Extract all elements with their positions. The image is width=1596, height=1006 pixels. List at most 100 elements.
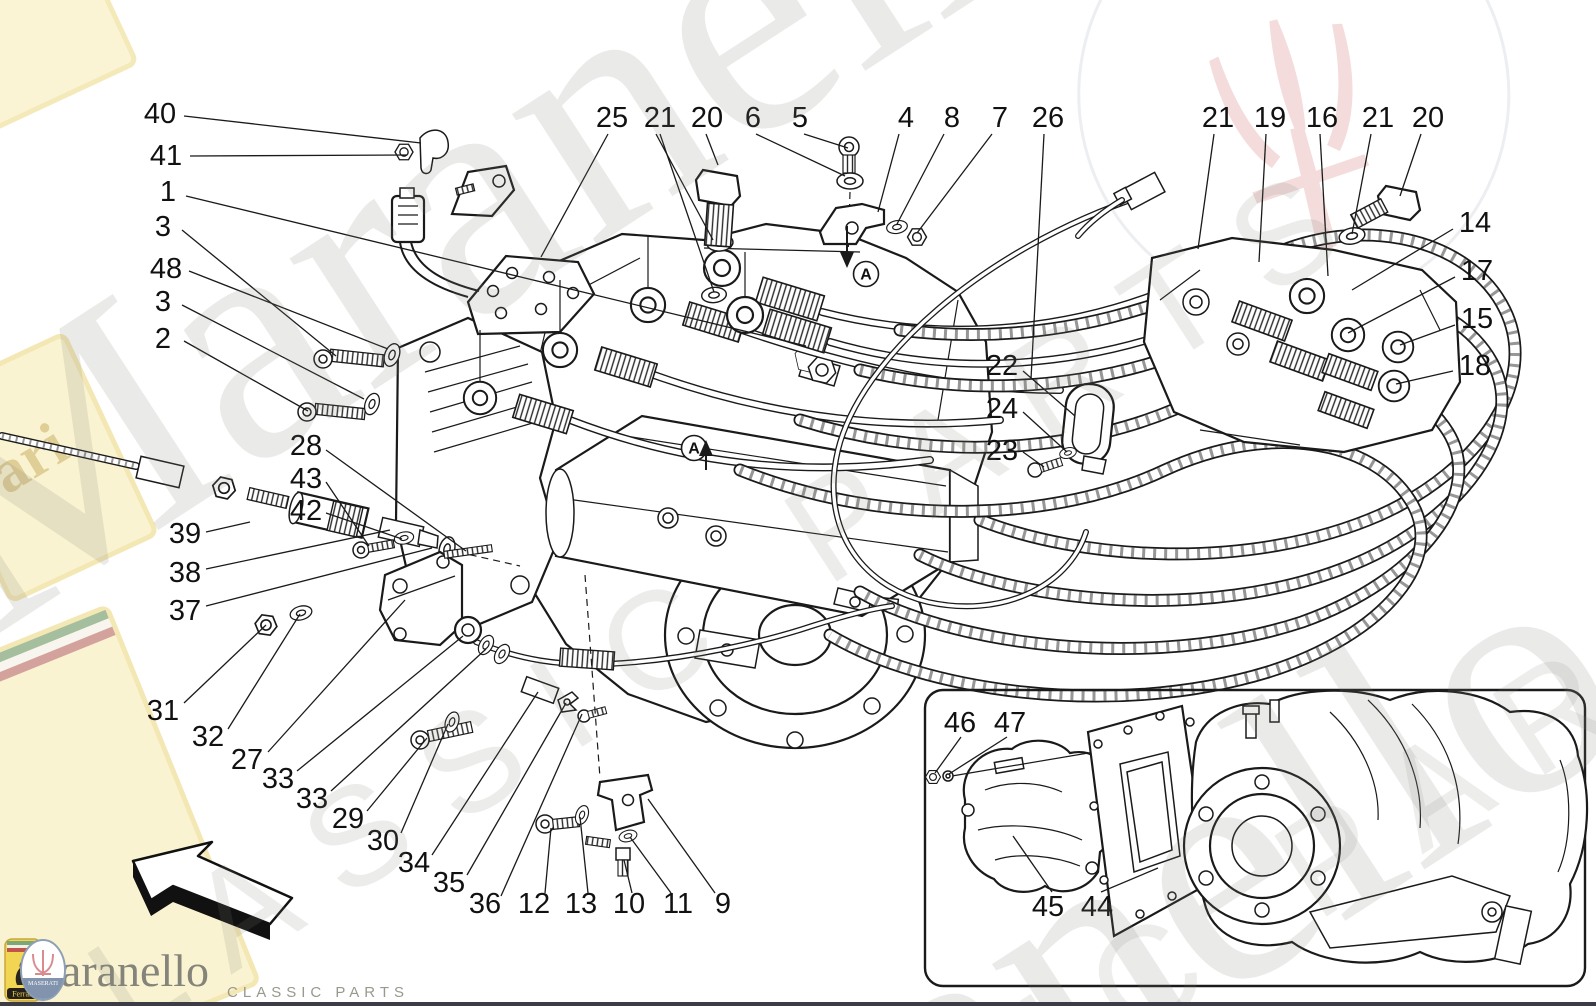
callout-32: 32 [192,721,224,753]
bracket-4 [818,202,928,246]
callout-10: 10 [613,888,645,920]
leader-line-7 [916,133,993,234]
leader-line-29 [366,737,428,812]
callout-29: 29 [332,803,364,835]
callout-8: 8 [944,102,960,134]
leader-line-24 [1022,411,1068,453]
leader-line-34 [431,691,539,856]
leader-line-15 [1399,324,1456,346]
wiring-connector [390,187,480,298]
mount-plate [466,254,596,336]
callout-6: 6 [745,102,761,134]
bolt-3-washer-48 [313,340,404,370]
gasket-plate-44 [1086,704,1210,938]
callout-3: 3 [155,211,171,243]
leader-line-3 [181,304,365,400]
leader-line-14 [1351,228,1454,291]
callout-42: 42 [290,495,322,527]
leader-line-3 [181,229,337,357]
callout-1: 1 [160,176,176,208]
callout-3: 3 [155,286,171,318]
direction-arrow [131,840,294,940]
callout-9: 9 [715,888,731,920]
callout-41: 41 [150,140,182,172]
leader-line-45 [1012,835,1053,893]
callout-33: 33 [296,783,328,815]
leader-line-22 [1022,370,1076,417]
leader-line-42 [325,512,403,540]
screw-43 [352,539,396,559]
callout-45: 45 [1032,891,1064,923]
leader-line-25 [540,133,609,258]
section-marker-A: A [680,434,708,462]
callout-44: 44 [1081,891,1113,923]
callout-2: 2 [155,323,171,355]
bolt-20-right [1349,184,1422,229]
callout-33: 33 [262,763,294,795]
leader-line-46 [934,736,962,774]
leader-line-5 [803,133,849,149]
callout-30: 30 [367,825,399,857]
leader-line-23 [1022,451,1045,468]
callout-14: 14 [1459,207,1491,239]
callout-20: 20 [691,102,723,134]
bolt-10 [615,847,631,877]
bracket-9-fasteners [535,574,654,877]
callout-25: 25 [596,102,628,134]
inset-box [923,688,1589,988]
leader-line-44 [1100,867,1159,893]
leader-line-20 [705,133,719,166]
leader-line-12 [544,827,552,894]
hydraulic-hose-bundle [733,171,1522,703]
nut-31-washer-32 [252,602,315,637]
leader-line-32 [227,613,301,730]
leader-line-27 [267,599,406,753]
leader-line-30 [400,723,449,834]
screw-5-washer-6 [836,136,864,259]
callout-12: 12 [518,888,550,920]
banjo-bolt-29 [410,720,474,750]
callout-11: 11 [663,888,693,920]
callout-35: 35 [433,867,465,899]
callout-31: 31 [147,695,179,727]
callout-26: 26 [1032,102,1064,134]
callout-19: 19 [1254,102,1286,134]
bolt-23 [1027,457,1064,478]
callout-5: 5 [792,102,808,134]
callout-4: 4 [898,102,914,134]
leader-line-18 [1395,370,1454,385]
callout-20: 20 [1412,102,1444,134]
stud-28 [443,544,493,559]
leader-line-37 [205,547,433,607]
leader-line-9 [647,798,716,894]
callout-39: 39 [169,518,201,550]
svg-text:A: A [860,267,872,284]
leader-line-35 [466,702,567,876]
union-34 [520,675,560,705]
leader-line-48 [188,270,389,350]
solenoid-valve-27 [352,529,493,647]
callout-27: 27 [231,744,263,776]
screw-12 [535,814,581,834]
callout-37: 37 [169,595,201,627]
grommet-22 [1027,382,1115,478]
callout-40: 40 [144,98,176,130]
callout-21: 21 [644,102,676,134]
leader-line-26 [1030,133,1045,380]
callout-38: 38 [169,557,201,589]
leader-line-2 [183,340,309,412]
leader-line-10 [623,859,633,894]
callout-15: 15 [1461,303,1493,335]
bolt-2-washer-3 [297,390,383,422]
leader-line-13 [579,816,589,894]
callout-43: 43 [290,463,322,495]
callout-16: 16 [1306,102,1338,134]
leader-line-21 [1351,133,1372,235]
differential-housing [1182,689,1589,966]
callout-23: 23 [986,435,1018,467]
callout-34: 34 [398,847,430,879]
svg-text:A: A [688,441,700,458]
